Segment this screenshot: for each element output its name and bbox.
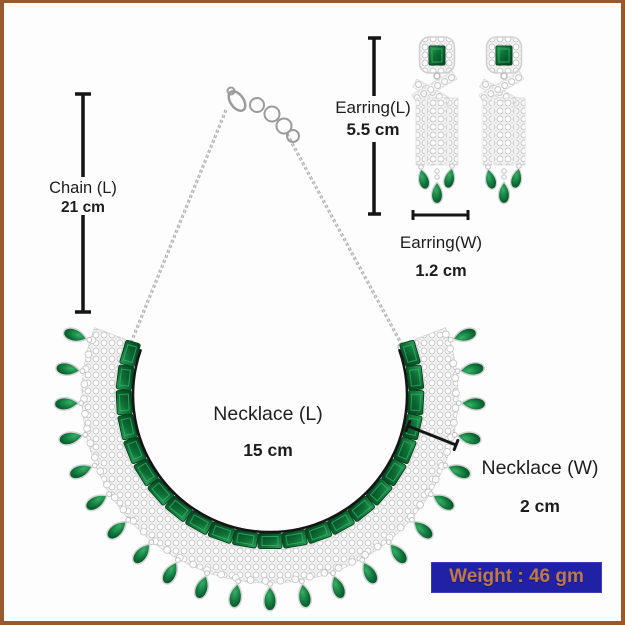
earring-length-name: Earring(L): [335, 98, 411, 117]
necklace-length-name: Necklace (L): [213, 403, 323, 425]
necklace-width-value: 2 cm: [520, 496, 560, 516]
earring-width-measure-bar: [411, 210, 470, 220]
necklace-chain-left: [126, 109, 228, 351]
necklace-teardrop-fringe: [53, 327, 487, 612]
earring-length-label: Earring(L) 5.5 cm: [303, 98, 443, 140]
earring-width-name: Earring(W): [399, 233, 483, 252]
necklace-chain-right: [285, 133, 404, 346]
necklace-band-edge-sparkles: [80, 330, 460, 585]
chain-length-value: 21 cm: [61, 199, 105, 217]
earring-width-label: Earring(W) 1.2 cm: [371, 233, 511, 282]
chain-length-label: Chain (L) 21 cm: [13, 179, 153, 218]
chain-length-name: Chain (L): [49, 179, 117, 197]
earring-length-measure-bar: [368, 36, 381, 216]
earrings-graphic: [411, 36, 526, 205]
earring-width-value: 1.2 cm: [415, 262, 467, 281]
earring-length-value: 5.5 cm: [346, 120, 400, 140]
jewelry-canvas: [53, 36, 526, 612]
necklace-length-value: 15 cm: [243, 440, 293, 460]
necklace-length-label: Necklace (L) 15 cm: [188, 403, 348, 461]
earring: [411, 36, 459, 205]
necklace-width-name: Necklace (W): [481, 457, 599, 479]
earring: [478, 36, 526, 205]
chain-length-measure-bar: [75, 92, 91, 314]
necklace-length-measure-arc: [131, 349, 409, 534]
weight-badge: Weight : 46 gm: [431, 562, 602, 593]
necklace-width-measure-line: [404, 419, 460, 452]
necklace-width-label: Necklace (W) 2 cm: [460, 457, 620, 517]
necklace-clasp: [226, 86, 300, 143]
necklace-graphic: [53, 86, 487, 612]
